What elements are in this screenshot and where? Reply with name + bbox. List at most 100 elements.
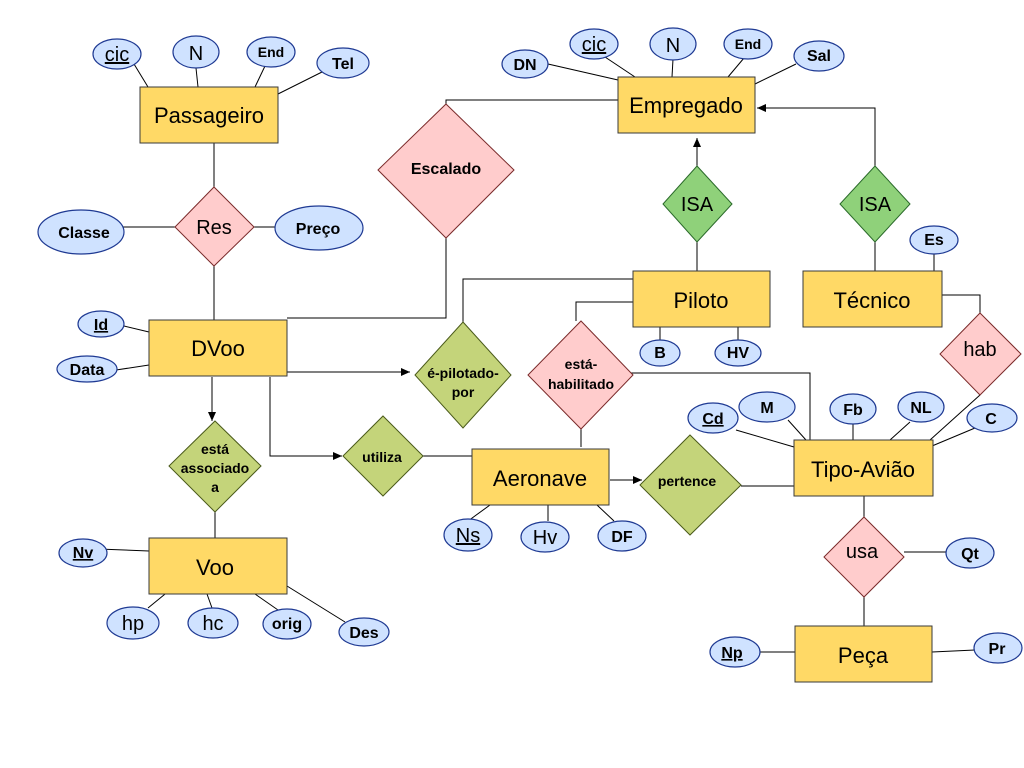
relationship-esta-habilitado-label-1: está- [565, 356, 598, 372]
relationship-usa-label: usa [846, 541, 879, 563]
relationship-e-pilotado-por[interactable]: é-pilotado- por [414, 321, 512, 429]
attribute-peca-np[interactable]: Np [709, 636, 761, 668]
connection-lines [97, 56, 981, 653]
entity-dvoo[interactable]: DVoo [148, 319, 288, 377]
line-passageiro-end [254, 65, 266, 88]
entity-passageiro-label: Passageiro [154, 103, 264, 128]
attribute-piloto-b[interactable]: B [639, 339, 681, 367]
relationship-utiliza[interactable]: utiliza [342, 415, 424, 497]
attribute-voo-nv[interactable]: Nv [58, 538, 108, 568]
attribute-voo-hp[interactable]: hp [106, 606, 160, 640]
attribute-tipo-fb[interactable]: Fb [829, 393, 877, 425]
attribute-tipo-m-label: M [760, 400, 773, 417]
attribute-aeronave-ns[interactable]: Ns [443, 518, 493, 552]
relationship-esta-associado-a-label-3: a [211, 479, 219, 495]
attribute-passageiro-end[interactable]: End [246, 36, 296, 68]
attribute-passageiro-cic-label: cic [105, 44, 129, 66]
attribute-empregado-dn[interactable]: DN [501, 49, 549, 79]
entity-passageiro[interactable]: Passageiro [139, 86, 279, 144]
line-empregado-sal [754, 63, 797, 85]
line-passageiro-n [195, 67, 199, 88]
attribute-res-preco-label: Preço [296, 221, 341, 238]
relationship-esta-associado-a[interactable]: está associado a [168, 420, 262, 513]
relationship-esta-habilitado[interactable]: está- habilitado [527, 320, 634, 430]
relationship-esta-associado-a-label-2: associado [181, 460, 249, 476]
attribute-dvoo-data[interactable]: Data [56, 355, 118, 383]
line-tecnico-hab [942, 294, 981, 313]
entity-aeronave[interactable]: Aeronave [471, 448, 610, 506]
attribute-aeronave-df[interactable]: DF [597, 520, 647, 552]
attribute-tipo-cd-label: Cd [702, 411, 723, 428]
entity-tipo-aviao[interactable]: Tipo-Avião [793, 439, 934, 497]
attribute-empregado-end[interactable]: End [723, 28, 773, 60]
attribute-voo-hc[interactable]: hc [187, 607, 239, 639]
relationship-escalado[interactable]: Escalado [377, 103, 515, 239]
attribute-usa-qt[interactable]: Qt [945, 537, 995, 569]
attribute-empregado-n-label: N [666, 35, 680, 57]
line-empregado-end [727, 57, 745, 78]
line-epilotadopor-piloto [462, 278, 633, 322]
entity-piloto-label: Piloto [673, 288, 728, 313]
relationship-isa-tecnico-label: ISA [859, 194, 892, 216]
entity-tecnico[interactable]: Técnico [802, 270, 943, 328]
relationship-hab[interactable]: hab [939, 312, 1022, 396]
attribute-peca-pr[interactable]: Pr [973, 632, 1023, 664]
attribute-tipo-nl[interactable]: NL [897, 391, 945, 423]
attribute-tipo-cd[interactable]: Cd [687, 402, 739, 434]
attribute-voo-nv-label: Nv [73, 545, 94, 562]
line-dvoo-escalado [287, 238, 447, 319]
entity-piloto[interactable]: Piloto [632, 270, 771, 328]
attribute-tecnico-es[interactable]: Es [909, 225, 959, 255]
attribute-passageiro-tel[interactable]: Tel [316, 47, 370, 79]
attribute-tipo-fb-label: Fb [843, 402, 863, 419]
attribute-empregado-cic[interactable]: cic [569, 28, 619, 60]
attribute-tipo-m[interactable]: M [738, 391, 796, 423]
attribute-tipo-nl-label: NL [910, 400, 932, 417]
attribute-tipo-c-label: C [985, 411, 997, 428]
relationship-esta-associado-a-label-1: está [201, 441, 229, 457]
entity-tecnico-label: Técnico [833, 288, 910, 313]
attribute-voo-orig[interactable]: orig [262, 608, 312, 640]
attribute-passageiro-tel-label: Tel [332, 56, 354, 73]
line-aeronave-df [596, 504, 615, 522]
relationship-pertence[interactable]: pertence [639, 434, 742, 536]
attribute-aeronave-hv[interactable]: Hv [520, 521, 570, 553]
relationship-isa-piloto-label: ISA [681, 194, 714, 216]
entity-empregado[interactable]: Empregado [617, 76, 756, 134]
relationship-isa-piloto[interactable]: ISA [662, 165, 733, 243]
relationship-e-pilotado-por-label-1: é-pilotado- [427, 365, 499, 381]
attribute-passageiro-cic[interactable]: cic [92, 38, 142, 70]
attribute-empregado-cic-label: cic [582, 34, 606, 56]
attribute-voo-orig-label: orig [272, 616, 302, 633]
attribute-empregado-sal[interactable]: Sal [793, 40, 845, 72]
line-tipo-c [931, 427, 976, 447]
relationship-res[interactable]: Res [174, 186, 255, 267]
attribute-piloto-hv[interactable]: HV [714, 339, 762, 367]
attribute-peca-np-label: Np [721, 645, 743, 662]
attribute-voo-des[interactable]: Des [338, 617, 390, 647]
relationship-usa[interactable]: usa [823, 516, 905, 598]
attribute-passageiro-n[interactable]: N [172, 35, 220, 69]
line-piloto-estahabilitado [575, 301, 633, 321]
attribute-empregado-n[interactable]: N [649, 27, 697, 61]
line-dvoo-utiliza [269, 377, 342, 460]
attribute-aeronave-df-label: DF [611, 529, 633, 546]
attribute-dvoo-id-label: Id [94, 317, 108, 334]
entity-voo[interactable]: Voo [148, 537, 288, 595]
entity-peca[interactable]: Peça [794, 625, 933, 683]
relationship-isa-tecnico[interactable]: ISA [839, 165, 911, 243]
attribute-voo-hp-label: hp [122, 613, 144, 635]
attribute-tecnico-es-label: Es [924, 232, 944, 249]
attribute-empregado-dn-label: DN [513, 57, 536, 74]
attribute-res-preco[interactable]: Preço [274, 205, 364, 251]
attribute-res-classe[interactable]: Classe [37, 209, 125, 255]
attribute-tipo-c[interactable]: C [966, 403, 1018, 433]
line-dvoo-id [123, 325, 150, 333]
relationship-pertence-label: pertence [658, 473, 717, 489]
relationship-utiliza-label: utiliza [362, 449, 402, 465]
attribute-dvoo-id[interactable]: Id [77, 310, 125, 338]
line-escalado-empregado [445, 99, 618, 104]
attribute-voo-des-label: Des [349, 625, 378, 642]
line-passageiro-tel [277, 71, 323, 95]
line-tipo-cd [735, 429, 795, 448]
